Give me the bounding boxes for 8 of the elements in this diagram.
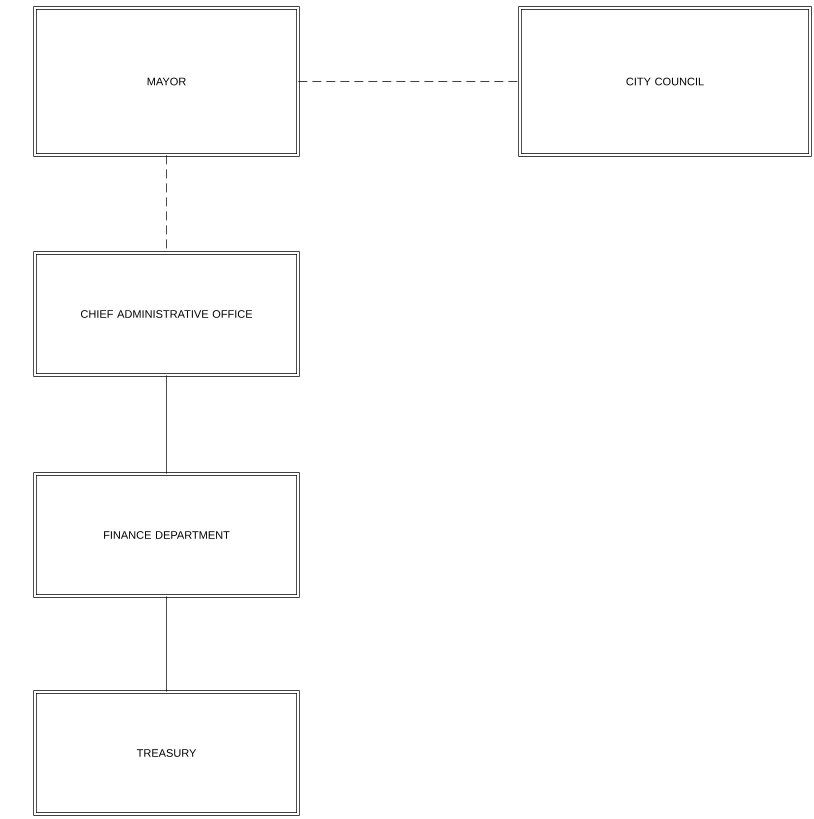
connector-line [166, 596, 167, 692]
connector-line [298, 81, 520, 82]
org-box: MAYOR [33, 6, 300, 157]
org-box: CITY COUNCIL [518, 6, 812, 157]
connector-line [166, 375, 167, 474]
org-box: FINANCE DEPARTMENT [33, 472, 300, 598]
org-box: TREASURY [33, 690, 300, 816]
org-box: CHIEF ADMINISTRATIVE OFFICE [33, 251, 300, 377]
